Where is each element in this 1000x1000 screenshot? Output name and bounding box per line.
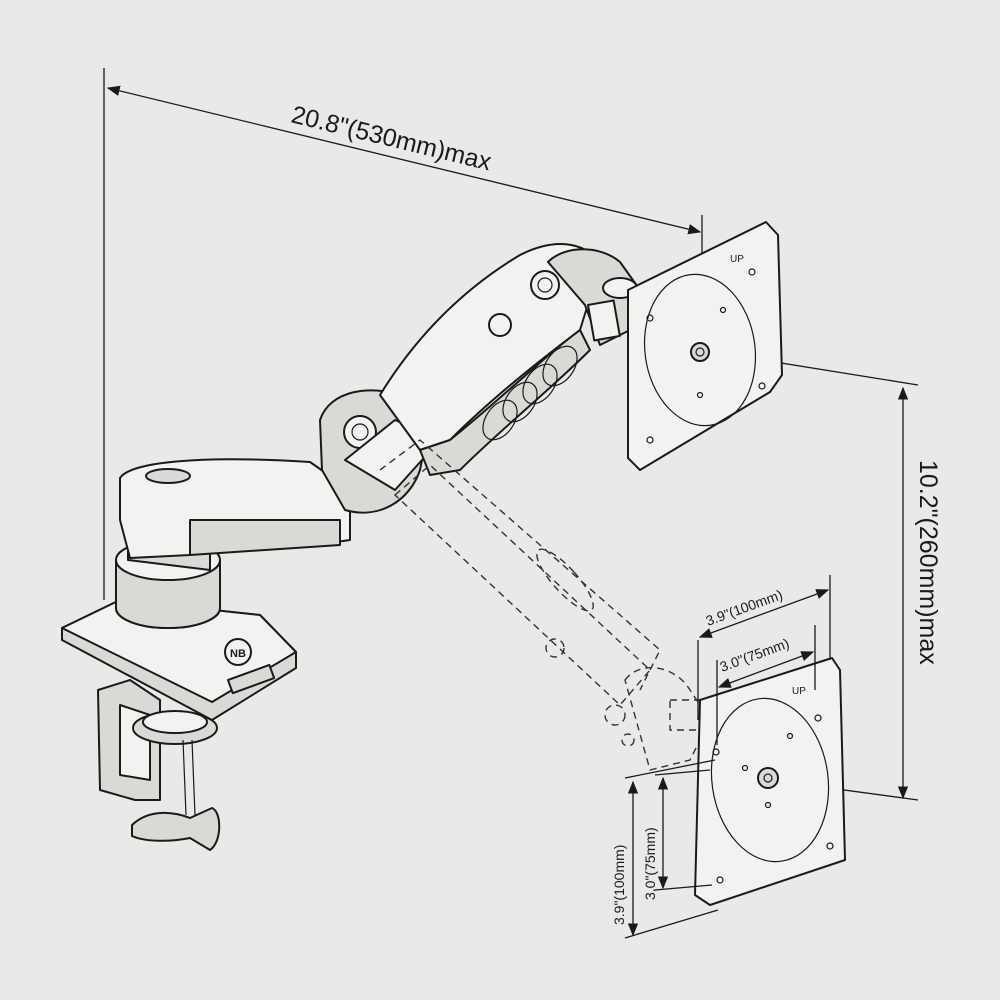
arm-logo [488, 313, 512, 337]
plate-up-label-bottom: UP [792, 686, 806, 697]
height-dimension: 10.2"(260mm)max [699, 349, 942, 801]
base-logo-text: NB [230, 648, 246, 660]
plate-up-label-top: UP [730, 254, 744, 265]
lower-arm [119, 458, 351, 571]
vesa-h-100-line [698, 589, 830, 638]
vesa-h-100-label: 3.9"(100mm) [704, 586, 785, 629]
desk-clamp [97, 679, 221, 851]
vesa-v-100-label: 3.9"(100mm) [611, 845, 627, 925]
vesa-vertical-dimensions: 3.9"(100mm) 3.0"(75mm) [611, 759, 719, 939]
ghost-arm [379, 439, 711, 771]
vesa-v-75-label: 3.0"(75mm) [642, 827, 658, 900]
base-logo [224, 638, 252, 666]
height-max-label: 10.2"(260mm)max [914, 460, 942, 665]
upper-arm [379, 243, 601, 476]
vesa-h-75-label: 3.0"(75mm) [718, 635, 792, 675]
width-max-label: 20.8"(530mm)max [289, 101, 495, 177]
vesa-h-75-line [717, 651, 815, 688]
vesa-plate-bottom: UP [694, 657, 846, 906]
width-dimension-line [106, 85, 702, 235]
vesa-plate-top: UP [627, 221, 783, 471]
